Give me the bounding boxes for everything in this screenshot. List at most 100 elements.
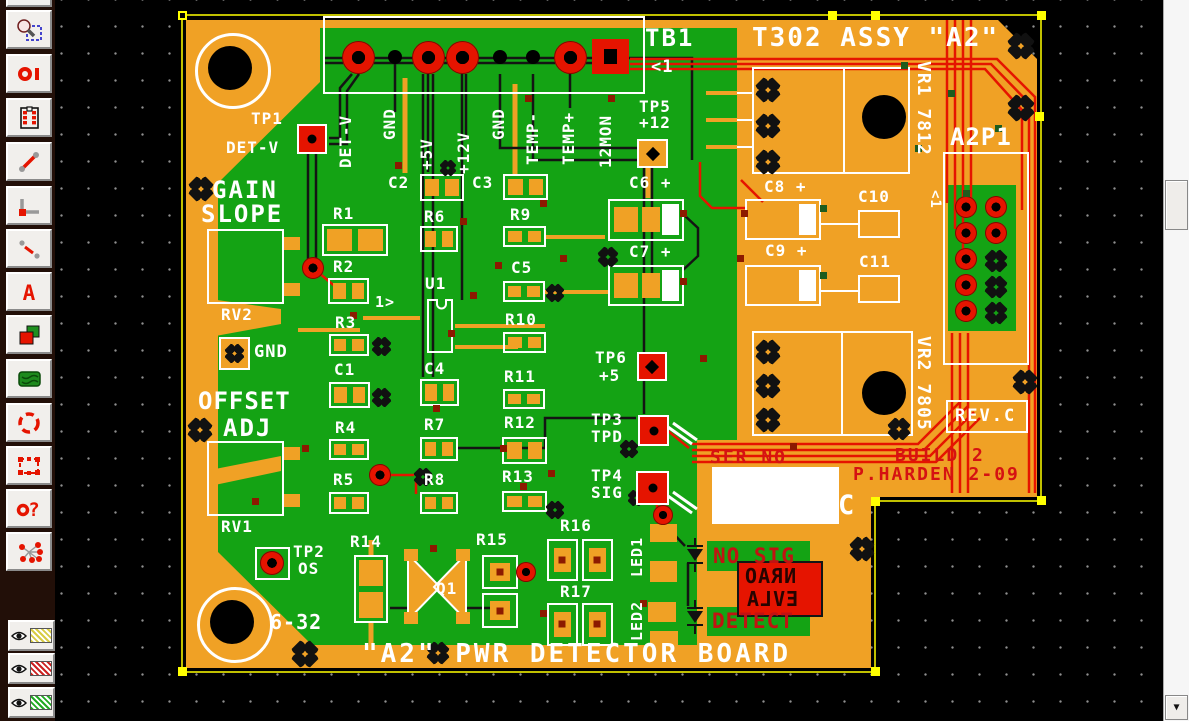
pad-tool-button[interactable] — [6, 54, 52, 93]
text-tool-button[interactable]: A — [6, 272, 52, 311]
eye-icon — [11, 698, 27, 707]
ratsnest-tool-button[interactable] — [6, 532, 52, 571]
r4-footprint[interactable] — [329, 439, 369, 460]
tb1-pad[interactable] — [412, 41, 445, 74]
r5-footprint[interactable] — [329, 492, 369, 514]
r10-footprint[interactable] — [503, 332, 546, 353]
zoom-select-tool-button[interactable] — [6, 10, 52, 49]
top-copper-layer-swatch — [30, 661, 52, 676]
zoom-select-icon — [17, 18, 42, 41]
c9-footprint[interactable] — [745, 265, 821, 306]
c5-footprint[interactable] — [503, 281, 545, 302]
r15-pad[interactable] — [482, 555, 518, 589]
via — [540, 200, 547, 207]
r11-footprint[interactable] — [503, 389, 545, 409]
rv1-outline[interactable] — [207, 441, 284, 516]
silkscreen-layer-toggle[interactable] — [8, 620, 55, 651]
r9-footprint[interactable] — [503, 226, 546, 247]
r16-pad[interactable] — [547, 539, 578, 581]
rectangle-select-tool-button[interactable] — [6, 446, 52, 485]
corner-trace-tool-button[interactable] — [6, 186, 52, 225]
selection-handle[interactable] — [178, 667, 187, 676]
c1-footprint[interactable] — [329, 382, 370, 408]
led-pad — [650, 561, 677, 582]
scroll-down-button[interactable]: ▼ — [1165, 695, 1188, 720]
tp5-pad[interactable] — [637, 139, 668, 168]
c6-footprint[interactable] — [608, 199, 684, 241]
selection-handle[interactable] — [1035, 112, 1044, 121]
a2p1-pin[interactable] — [955, 300, 977, 322]
label-tp1-net: DET-V — [226, 138, 280, 157]
tp3-pad[interactable] — [638, 415, 669, 446]
component-tool-button[interactable] — [6, 98, 52, 137]
tb1-pad[interactable] — [342, 41, 375, 74]
selection-handle[interactable] — [871, 667, 880, 676]
c2-footprint[interactable] — [420, 174, 464, 201]
tb1-hole — [526, 50, 540, 64]
vertical-scrollbar[interactable]: ▼ — [1163, 0, 1189, 721]
label-tp3: TP3 — [591, 410, 623, 429]
via — [680, 278, 687, 285]
ground-plane-tool-button[interactable] — [6, 359, 52, 398]
a2p1-pin[interactable] — [985, 196, 1007, 218]
pad-icon — [18, 66, 39, 81]
q1-pad — [456, 549, 470, 561]
tp6-pad[interactable] — [637, 352, 667, 381]
led1-pad[interactable] — [653, 505, 673, 525]
tp4-pad[interactable] — [636, 471, 669, 505]
c7-footprint[interactable] — [608, 265, 684, 306]
trace-icon — [19, 151, 39, 172]
r7-footprint[interactable] — [420, 437, 458, 461]
selection-handle[interactable] — [871, 11, 880, 20]
via-green — [948, 90, 955, 97]
a2p1-pin[interactable] — [955, 274, 977, 296]
a2p1-pin[interactable] — [985, 222, 1007, 244]
r14-footprint[interactable] — [354, 555, 388, 623]
tb1-pad[interactable] — [446, 41, 479, 74]
tp1-pad[interactable] — [297, 124, 327, 154]
ratsnest-icon — [19, 541, 43, 563]
c10-footprint[interactable] — [858, 210, 900, 238]
rv2-gnd-pad[interactable] — [219, 337, 250, 370]
trace-tool-button[interactable] — [6, 142, 52, 181]
partial-button[interactable] — [6, 0, 52, 7]
r16-pad[interactable] — [582, 539, 613, 581]
c4-footprint[interactable] — [420, 379, 459, 406]
r6-footprint[interactable] — [420, 226, 458, 252]
scrollbar-thumb[interactable] — [1165, 180, 1188, 230]
tb1-square-pad[interactable] — [592, 39, 629, 74]
c11-footprint[interactable] — [858, 275, 900, 303]
r1-footprint[interactable] — [322, 224, 388, 256]
top-copper-layer-toggle[interactable] — [8, 653, 55, 684]
r3-footprint[interactable] — [329, 334, 369, 356]
bottom-copper-layer-toggle[interactable] — [8, 687, 55, 718]
r2-footprint[interactable] — [328, 278, 369, 304]
c8-footprint[interactable] — [745, 199, 821, 240]
label-c7: C7 + — [629, 242, 672, 261]
selection-handle[interactable] — [871, 497, 880, 506]
vr2-divider — [841, 331, 843, 436]
c3-footprint[interactable] — [503, 174, 548, 200]
selection-handle[interactable] — [1037, 11, 1046, 20]
r13-footprint[interactable] — [502, 491, 547, 512]
label-r9: R9 — [510, 205, 532, 224]
r8-footprint[interactable] — [420, 492, 458, 514]
filled-plane-tool-button[interactable] — [6, 315, 52, 354]
a2p1-pin[interactable] — [955, 248, 977, 270]
label-tp2: TP2 — [293, 542, 325, 561]
rv2-outline[interactable] — [207, 229, 284, 304]
selection-handle[interactable] — [828, 11, 837, 20]
component-info-tool-button[interactable]: ? — [6, 489, 52, 528]
via-pad[interactable] — [516, 562, 536, 582]
r12-footprint[interactable] — [502, 437, 547, 464]
selection-handle[interactable] — [1037, 496, 1046, 505]
arc-tool-button[interactable] — [6, 403, 52, 442]
down-arrow-icon: ▼ — [1173, 702, 1180, 713]
via-pad[interactable] — [302, 257, 324, 279]
tb1-pad[interactable] — [554, 41, 587, 74]
r15-pad[interactable] — [482, 593, 518, 628]
via-pad[interactable] — [369, 464, 391, 486]
disconnect-trace-tool-button[interactable] — [6, 229, 52, 268]
a2p1-pin[interactable] — [955, 196, 977, 218]
a2p1-pin[interactable] — [955, 222, 977, 244]
